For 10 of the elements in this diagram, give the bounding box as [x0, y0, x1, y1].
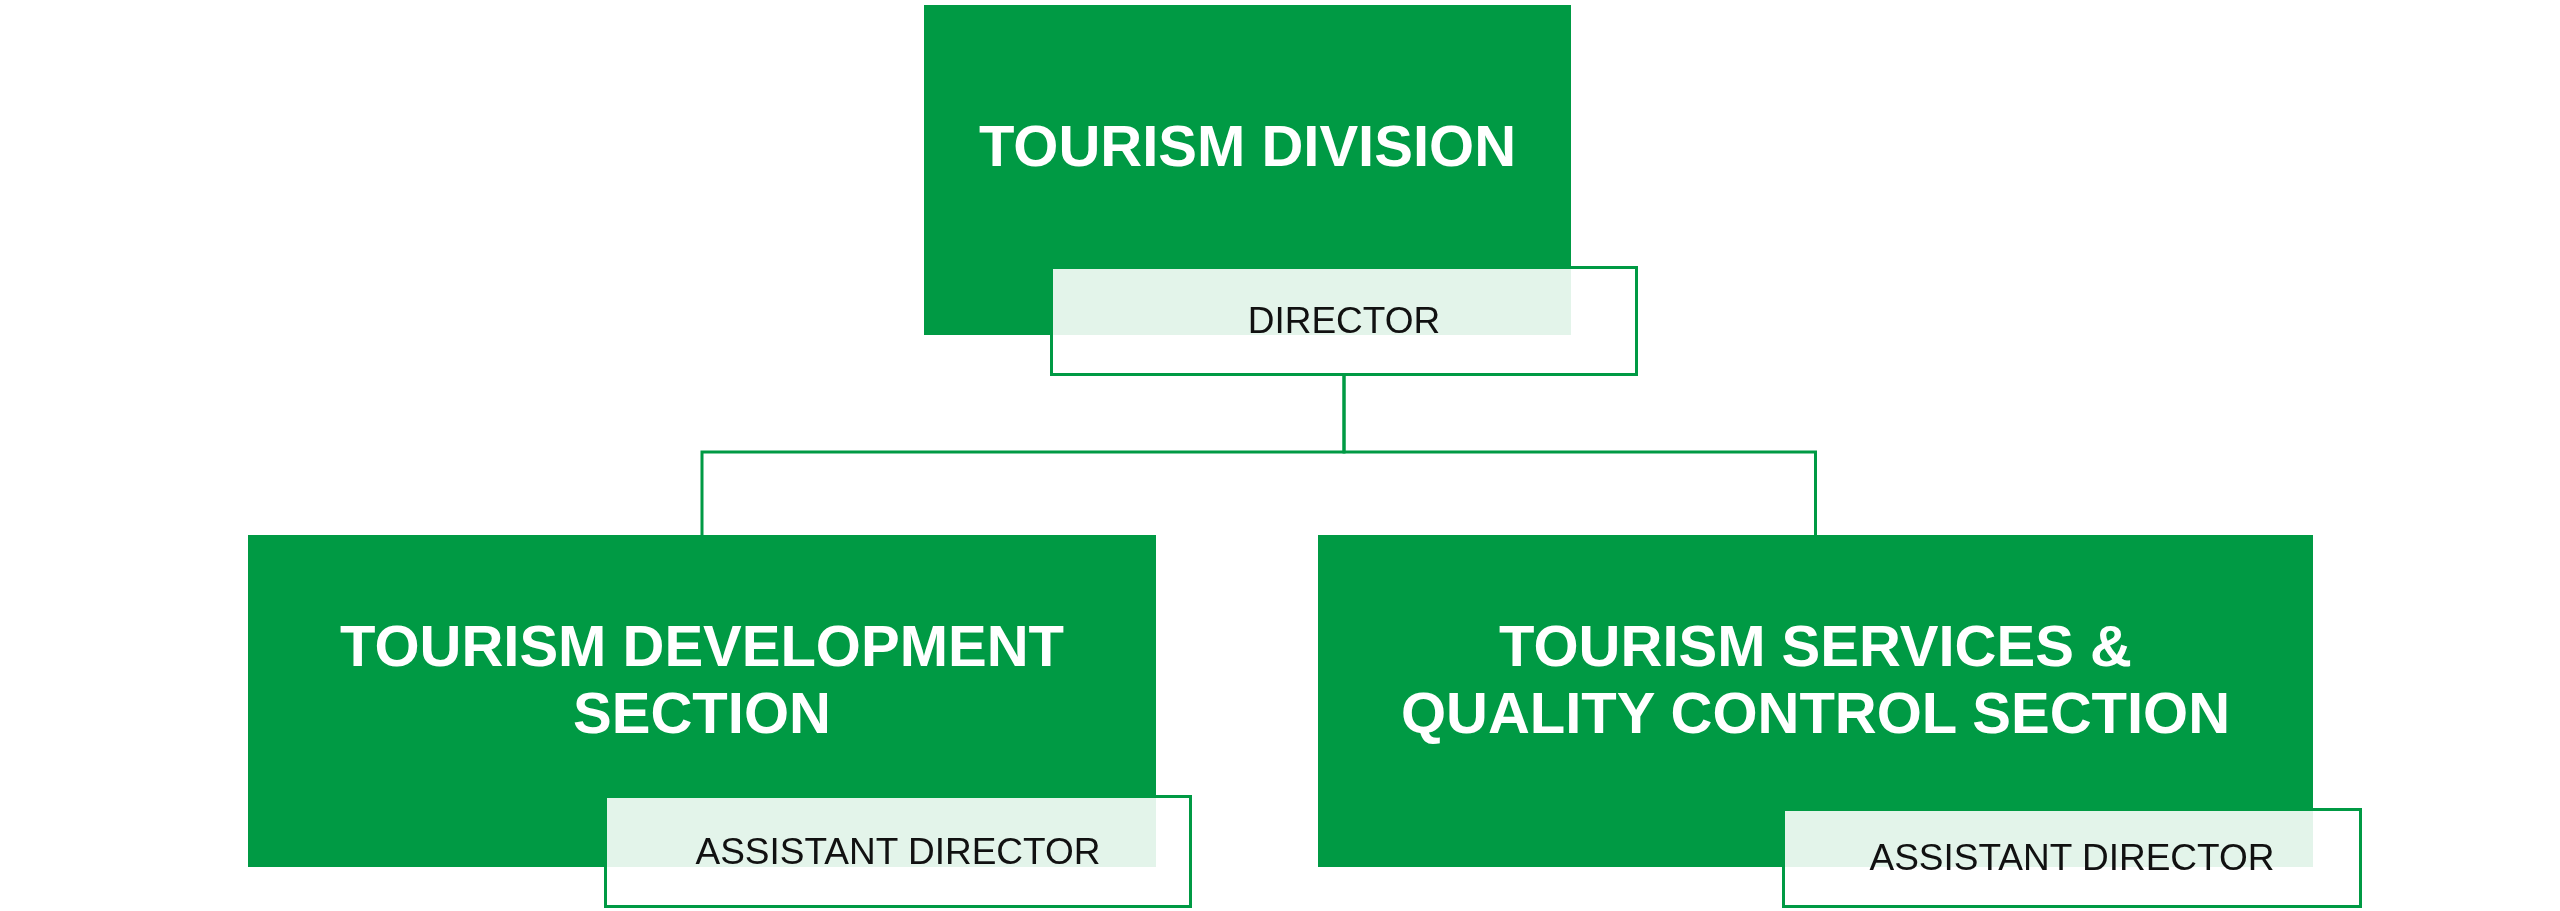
position-title: TOURISM SERVICES & QUALITY CONTROL SECTION: [1399, 613, 2232, 747]
unit-name: TOURISM DIVISION: [978, 113, 1517, 180]
title-box: [1782, 808, 2362, 908]
title-box: [1050, 266, 1638, 376]
position-title: ASSISTANT DIRECTOR: [1869, 837, 2275, 879]
position-title: ASSISTANT DIRECTOR: [695, 830, 1101, 873]
unit-name: TOURISM DEVELOPMENT SECTION: [339, 613, 1065, 747]
title-box: [604, 795, 1192, 908]
position-title: DIRECTOR: [1247, 300, 1441, 342]
connector-line: [1342, 376, 1817, 535]
